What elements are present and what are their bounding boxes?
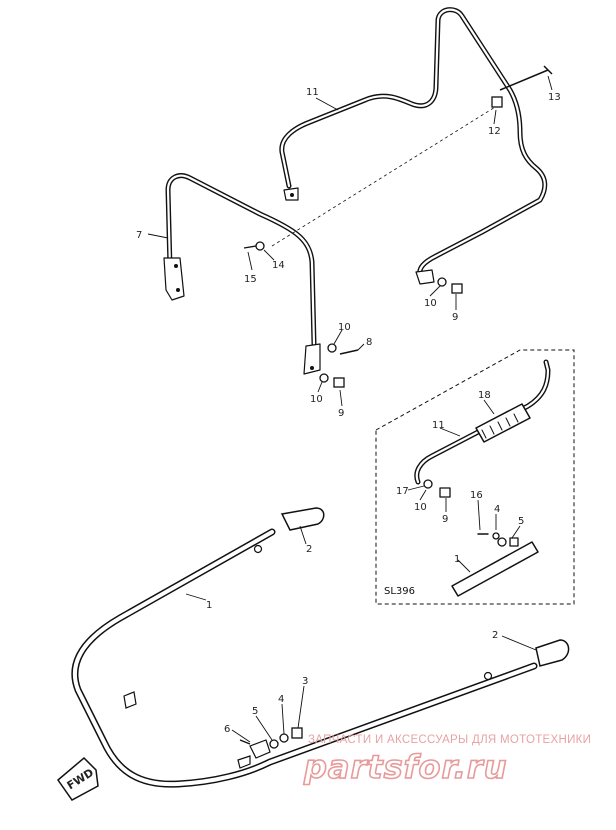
middle-frame-7	[163, 173, 321, 375]
nut-12	[491, 96, 503, 108]
bolt-13	[499, 69, 549, 91]
washer-10-low	[319, 373, 329, 383]
label-14: 14	[272, 260, 285, 271]
washer-10-mid	[327, 343, 337, 353]
grip-18	[475, 403, 531, 443]
label-11-inset: 11	[432, 420, 445, 431]
main-bar-1	[71, 528, 538, 788]
bolt-9-low	[333, 377, 345, 388]
bolt-8	[339, 349, 359, 355]
inset-code: SL396	[384, 586, 415, 597]
label-12: 12	[488, 126, 501, 137]
label-10-right: 10	[424, 298, 437, 309]
label-6: 6	[224, 724, 230, 735]
label-10-low: 10	[310, 394, 323, 405]
washer-10-right	[437, 277, 447, 287]
fwd-arrow: FWD	[56, 756, 99, 801]
upper-hardware	[243, 65, 553, 388]
label-2-right: 2	[492, 630, 498, 641]
label-10-mid: 10	[338, 322, 351, 333]
label-18: 18	[478, 390, 491, 401]
part-labels: 11 12 13 7 14 15 10 9 10 8 10 9 18 11 17…	[136, 87, 561, 735]
watermark: ЗАПЧАСТИ И АКСЕССУАРЫ ДЛЯ МОТОТЕХНИКИ pa…	[302, 734, 591, 787]
label-15: 15	[244, 274, 257, 285]
screw-15	[243, 245, 257, 249]
watermark-site: partsfor.ru	[303, 748, 507, 786]
label-7: 7	[136, 230, 142, 241]
watermark-tagline: ЗАПЧАСТИ И АКСЕССУАРЫ ДЛЯ МОТОТЕХНИКИ	[308, 734, 591, 746]
label-16: 16	[470, 490, 483, 501]
label-5-inset: 5	[518, 516, 524, 527]
label-9-right: 9	[452, 312, 458, 323]
label-5-main: 5	[252, 706, 258, 717]
end-caps-2	[280, 507, 570, 667]
washer-14	[255, 241, 265, 251]
leader-lines	[147, 75, 553, 743]
label-9-inset: 9	[442, 514, 448, 525]
alignment-line	[271, 103, 501, 247]
label-4-inset: 4	[494, 504, 500, 515]
label-11-top: 11	[306, 87, 319, 98]
lower-hardware	[123, 544, 493, 769]
label-13: 13	[548, 92, 561, 103]
label-9-low: 9	[338, 408, 344, 419]
inset-parts	[414, 359, 551, 597]
upper-rear-bar-11	[279, 7, 548, 285]
label-10-inset: 10	[414, 502, 427, 513]
inset-bar-1	[451, 541, 539, 597]
label-2-top: 2	[306, 544, 312, 555]
label-4-main: 4	[278, 694, 284, 705]
label-17: 17	[396, 486, 409, 497]
label-1-inset: 1	[454, 554, 460, 565]
bolt-9-right	[451, 283, 463, 294]
inset-box	[375, 349, 575, 605]
label-3: 3	[302, 676, 308, 687]
label-8: 8	[366, 337, 372, 348]
label-1-main: 1	[206, 600, 212, 611]
